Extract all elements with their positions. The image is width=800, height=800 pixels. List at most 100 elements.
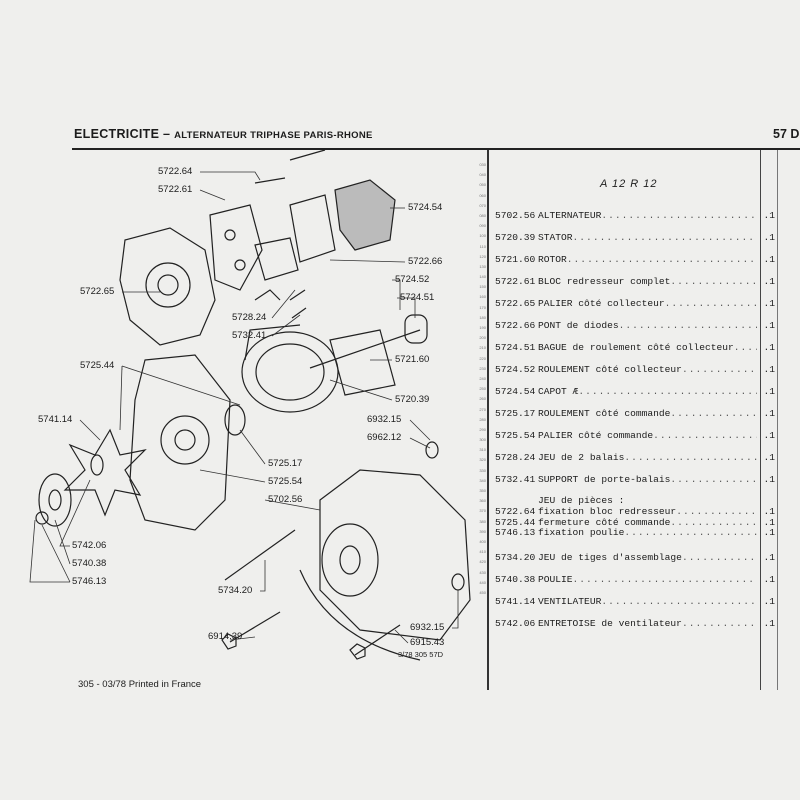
- page-number: 57 D: [773, 127, 800, 141]
- ruler-tick: 080: [479, 212, 486, 218]
- part-ref: 5725.54: [495, 430, 536, 441]
- callout-label: 5721.60: [395, 354, 430, 365]
- support-balais: [254, 237, 299, 281]
- rotor: [329, 329, 396, 396]
- ventilateur: [63, 428, 147, 517]
- part-ref: 5724.54: [495, 386, 536, 397]
- ruler-tick: 370: [479, 508, 486, 514]
- part-qty: .1: [763, 527, 775, 538]
- callout-label: 5742.06: [72, 540, 107, 551]
- ruler-tick: 320: [479, 457, 486, 463]
- ruler-tick: 280: [479, 416, 486, 422]
- table-right-rule: [760, 150, 761, 690]
- bloc-redresseur: [209, 204, 263, 291]
- callout-label: 5722.65: [80, 286, 115, 297]
- table-left-rule: [487, 150, 489, 690]
- part-ref: 5722.65: [495, 298, 536, 309]
- part-desc: SUPPORT de porte-balais: [538, 474, 671, 485]
- ruler-tick: 220: [479, 355, 486, 361]
- callout-label: 5741.14: [38, 414, 73, 425]
- ruler-tick: 440: [479, 579, 486, 585]
- ruler-tick: 120: [479, 253, 486, 259]
- callout-label: 6932.15: [410, 622, 445, 633]
- part-desc: CAPOT Æ: [538, 386, 579, 397]
- subtitle: ALTERNATEUR TRIPHASE PARIS-RHONE: [174, 130, 373, 141]
- part-ref: 5722.61: [495, 276, 536, 287]
- part-ref: 5721.60: [495, 254, 536, 265]
- ruler-tick: 260: [479, 396, 486, 402]
- part-qty: .1: [763, 210, 775, 221]
- part-desc: VENTILATEUR: [538, 595, 602, 607]
- part-desc: PALIER côté collecteur: [538, 298, 665, 309]
- callout-label: 5724.54: [408, 202, 443, 213]
- part-desc: ENTRETOISE de ventilateur: [538, 617, 682, 629]
- part-qty: .1: [763, 320, 775, 331]
- callout-label: 5722.64: [158, 166, 193, 177]
- callout-label: 5724.51: [400, 292, 435, 303]
- kit-heading-text: JEU de pièces :: [538, 495, 625, 506]
- callout-label: 5746.13: [72, 576, 107, 587]
- ruler-tick: 240: [479, 375, 486, 381]
- drawing-code: 3/78 305 57D: [398, 650, 444, 659]
- part-desc: POULIE: [538, 573, 573, 585]
- ruler-tick: 410: [479, 549, 486, 555]
- ruler-tick: 380: [479, 518, 486, 524]
- poulie: [38, 473, 72, 527]
- ruler-tick: 230: [479, 365, 486, 371]
- part-ref: 5722.66: [495, 320, 536, 331]
- alternateur: [319, 469, 471, 641]
- part-ref: 5742.06: [495, 617, 536, 629]
- ruler-tick: 450: [479, 589, 486, 595]
- ruler-tick: 140: [479, 274, 486, 280]
- ruler-tick: 200: [479, 335, 486, 341]
- part-qty: .1: [763, 516, 775, 528]
- part-desc: fixation poulie: [538, 527, 625, 538]
- part-desc: PONT de diodes: [538, 320, 619, 331]
- capot: [334, 179, 396, 251]
- callout-label: 6914.39: [208, 631, 243, 642]
- ruler-tick: 060: [479, 192, 486, 198]
- part-desc: ROULEMENT côté collecteur: [538, 364, 682, 375]
- ruler-tick: 160: [479, 294, 486, 300]
- part-qty: .1: [763, 254, 775, 265]
- part-desc: ROULEMENT côté commande: [538, 408, 671, 419]
- vis-6915: [354, 624, 401, 656]
- callout-label: 5725.44: [80, 360, 115, 371]
- part-desc: STATOR: [538, 232, 573, 243]
- callout-label: 6932.15: [367, 414, 402, 425]
- callout-label: 5725.54: [268, 476, 303, 487]
- part-ref: 5722.64: [495, 506, 536, 517]
- ruler-tick: 270: [479, 406, 486, 412]
- ruler-tick: 130: [479, 263, 486, 269]
- list-item: 5725.44 fermeture côté commande.1: [495, 516, 775, 529]
- callout-label: 5725.17: [268, 458, 303, 469]
- part-desc: BLOC redresseur complet: [538, 276, 671, 287]
- list-item: 5722.64 fixation bloc redresseur.1: [495, 506, 775, 518]
- ruler-tick: 430: [479, 569, 486, 575]
- callout-label: 5728.24: [232, 312, 267, 323]
- part-ref: 5734.20: [495, 551, 536, 563]
- callout-label: 5722.66: [408, 256, 443, 267]
- part-desc: PALIER côté commande: [538, 430, 654, 441]
- callout-label: 6962.12: [367, 432, 402, 443]
- part-desc: JEU de tiges d'assemblage: [538, 551, 682, 563]
- ruler-tick: 190: [479, 325, 486, 330]
- title-separator: –: [163, 127, 171, 141]
- ruler-tick: 340: [479, 477, 486, 483]
- footer-code: 305 - 03/78: [78, 679, 127, 690]
- ruler-tick: 350: [479, 488, 486, 493]
